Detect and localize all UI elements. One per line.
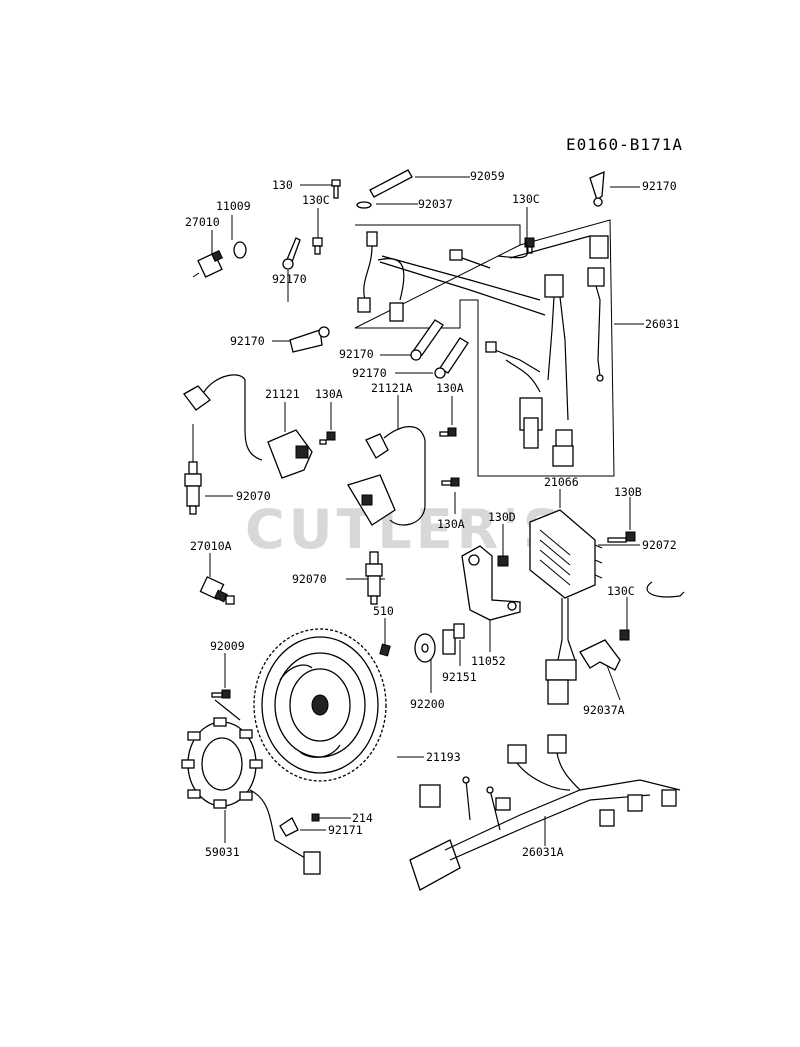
bolt-130d bbox=[497, 555, 509, 567]
washer-92200 bbox=[414, 633, 436, 663]
label-510: 510 bbox=[373, 604, 394, 618]
label-27010a: 27010A bbox=[190, 539, 232, 553]
switch-27010a bbox=[199, 576, 235, 605]
ignition-coil-21121 bbox=[183, 374, 313, 479]
spark-plug-92070-b bbox=[365, 551, 383, 605]
label-130a-b: 130A bbox=[436, 381, 464, 395]
label-92037: 92037 bbox=[418, 197, 453, 211]
oring-11009 bbox=[233, 241, 247, 259]
bolt-130a-a bbox=[319, 431, 336, 445]
bolt-92151 bbox=[442, 623, 465, 655]
regulator-21066 bbox=[529, 509, 603, 705]
label-130b: 130B bbox=[614, 485, 642, 499]
bolt-214 bbox=[311, 813, 320, 822]
label-130d: 130D bbox=[488, 510, 516, 524]
tube-92059 bbox=[369, 169, 413, 198]
harness-box-outline bbox=[354, 219, 615, 477]
label-214: 214 bbox=[352, 811, 373, 825]
label-92170-c: 92170 bbox=[230, 334, 265, 348]
diagram-code: E0160-B171A bbox=[566, 135, 683, 154]
label-92070-a: 92070 bbox=[236, 489, 271, 503]
bolt-130b bbox=[607, 531, 636, 543]
clamp-92170-a bbox=[282, 237, 301, 270]
label-21066: 21066 bbox=[544, 475, 579, 489]
label-130c-c: 130C bbox=[607, 584, 635, 598]
label-26031a: 26031A bbox=[522, 845, 564, 859]
label-21121a: 21121A bbox=[371, 381, 413, 395]
washer-92037 bbox=[356, 201, 372, 209]
stator-59031 bbox=[181, 699, 321, 875]
label-92009: 92009 bbox=[210, 639, 245, 653]
bolt-130c-a bbox=[312, 237, 323, 255]
clamp-92037a bbox=[579, 639, 621, 671]
watermark: CUTLER'S bbox=[245, 498, 566, 561]
switch-27010 bbox=[192, 250, 223, 278]
label-130c-a: 130C bbox=[302, 193, 330, 207]
bolt-130a-b bbox=[439, 427, 457, 437]
cover-92170-c bbox=[289, 326, 330, 353]
bolt-130c-c bbox=[619, 629, 630, 641]
harness-26031a bbox=[409, 734, 681, 891]
label-92170-b: 92170 bbox=[642, 179, 677, 193]
bolt-130c-b bbox=[524, 237, 535, 254]
band-92072 bbox=[646, 581, 685, 598]
label-92170-d: 92170 bbox=[339, 347, 374, 361]
label-92059: 92059 bbox=[470, 169, 505, 183]
label-92151: 92151 bbox=[442, 670, 477, 684]
label-26031: 26031 bbox=[645, 317, 680, 331]
bracket-11052 bbox=[461, 545, 521, 621]
ignition-coil-21121a bbox=[347, 426, 426, 526]
part-labels: 130 92059 92037 130C 11009 27010 92170 1… bbox=[185, 169, 680, 859]
label-130c-b: 130C bbox=[512, 192, 540, 206]
flywheel-21193 bbox=[253, 628, 387, 782]
label-92070-b: 92070 bbox=[292, 572, 327, 586]
key-510 bbox=[379, 643, 391, 657]
label-11009: 11009 bbox=[216, 199, 251, 213]
harness-26031 bbox=[357, 231, 609, 467]
label-59031: 59031 bbox=[205, 845, 240, 859]
cover-92170-e bbox=[434, 337, 469, 379]
label-27010: 27010 bbox=[185, 215, 220, 229]
leader-lines bbox=[192, 176, 644, 846]
label-92171: 92171 bbox=[328, 823, 363, 837]
label-11052: 11052 bbox=[471, 654, 506, 668]
label-92170-e: 92170 bbox=[352, 366, 387, 380]
label-92200: 92200 bbox=[410, 697, 445, 711]
parts bbox=[181, 169, 685, 891]
clamp-92171 bbox=[279, 817, 299, 837]
label-130a-a: 130A bbox=[315, 387, 343, 401]
label-92170-a: 92170 bbox=[272, 272, 307, 286]
bolt-130 bbox=[331, 179, 341, 199]
label-21193: 21193 bbox=[426, 750, 461, 764]
cover-92170-b bbox=[589, 170, 605, 207]
cover-92170-d bbox=[410, 319, 444, 361]
label-130a-c: 130A bbox=[437, 517, 465, 531]
spark-plug-92070-a bbox=[184, 461, 202, 515]
label-92072: 92072 bbox=[642, 538, 677, 552]
bolt-92009 bbox=[211, 689, 231, 699]
label-130: 130 bbox=[272, 178, 293, 192]
label-21121: 21121 bbox=[265, 387, 300, 401]
bolt-130a-c bbox=[441, 477, 460, 487]
label-92037a: 92037A bbox=[583, 703, 625, 717]
